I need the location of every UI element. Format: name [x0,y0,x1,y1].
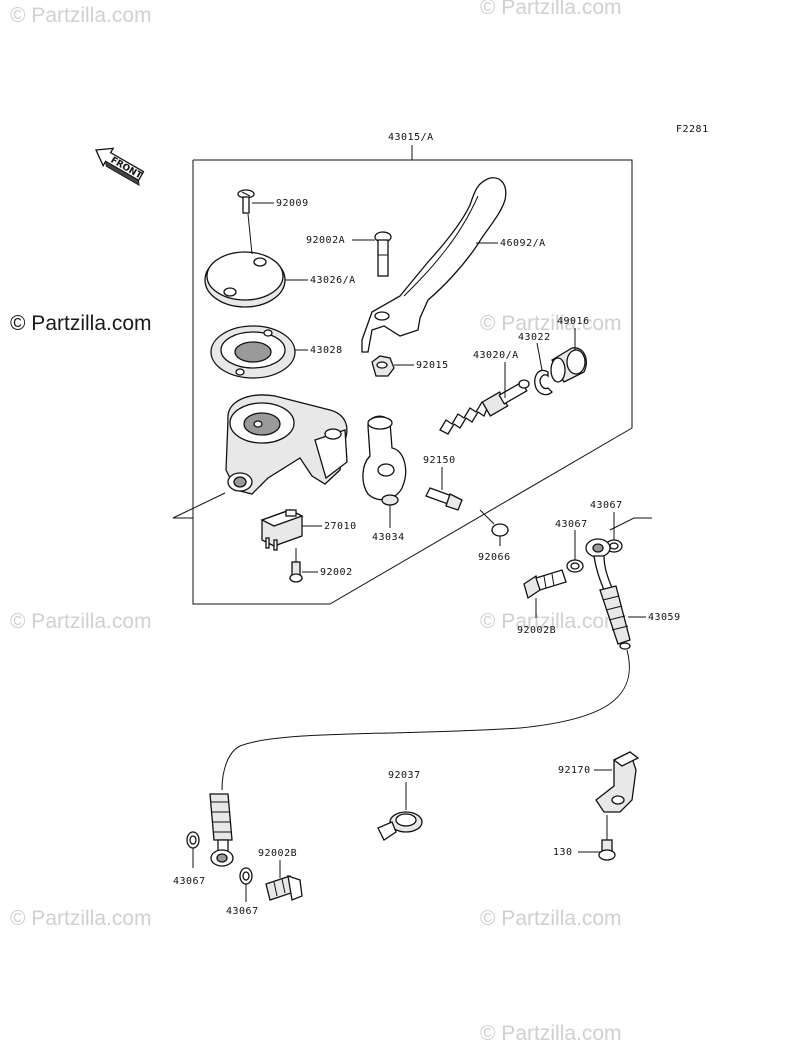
assembly-label: 43015/A [388,132,434,143]
callout-92170: 92170 [558,765,591,776]
switch-27010: 27010 [260,509,357,551]
washer-43067-lower-right: 43067 [226,867,259,917]
bolt-92150: 92150 [423,455,463,511]
callout-43067-a: 43067 [590,500,623,511]
watermark: © Partzilla.com [480,0,622,19]
callout-43059: 43059 [648,612,681,623]
callout-43067-d: 43067 [226,906,259,917]
screw-92002: 92002 [289,548,353,583]
front-arrow-icon: FRONT [95,147,145,187]
callout-43067-c: 43067 [173,876,206,887]
watermark: © Partzilla.com [480,610,622,633]
banjo-bolt-92002B-upper: 92002B [517,569,567,636]
clamp-92037: 92037 [377,770,423,841]
piston-kit-43020A: 43020/A [439,350,530,435]
callout-43026A: 43026/A [310,275,356,286]
callout-43022: 43022 [518,332,551,343]
pivot-bolt-92002A: 92002A [306,231,392,277]
watermark: © Partzilla.com [10,312,152,335]
callout-92015: 92015 [416,360,449,371]
washer-43067-lower-left: 43067 [173,831,206,887]
banjo-bolt-92002B-lower: 92002B [258,848,303,901]
washer-43067-upper-left: 43067 [555,519,588,573]
bracket-92170: 92170 [558,751,640,813]
diaphragm-43028: 43028 [210,325,343,379]
bolt-130: 130 [553,815,616,861]
watermark: © Partzilla.com [10,907,152,930]
callout-92037: 92037 [388,770,421,781]
hose-lower-end [209,793,234,867]
callout-43067-b: 43067 [555,519,588,530]
nut-92015: 92015 [371,355,449,377]
callout-92002B-b: 92002B [258,848,297,859]
reservoir-cap-43026A: 43026/A [204,213,356,308]
callout-92002: 92002 [320,567,353,578]
callout-92002A: 92002A [306,235,345,246]
figure-code: F2281 [676,124,709,135]
callout-130: 130 [553,847,573,858]
callout-43028: 43028 [310,345,343,356]
watermarks: © Partzilla.com © Partzilla.com © Partzi… [10,0,622,1045]
callout-92002B-a: 92002B [517,625,556,636]
callout-27010: 27010 [324,521,357,532]
brake-lever-46092A: 46092/A [361,177,546,353]
watermark: © Partzilla.com [10,4,152,27]
watermark: © Partzilla.com [480,312,622,335]
callout-92150: 92150 [423,455,456,466]
watermark: © Partzilla.com [480,1022,622,1045]
plug-92066: 92066 [478,509,511,563]
callout-49016: 49016 [557,316,590,327]
callout-46092A: 46092/A [500,238,546,249]
brake-hose-43059: 43059 [221,538,681,791]
screw-92009: 92009 [237,189,309,214]
dust-boot-49016: 49016 [550,316,590,383]
callout-92009: 92009 [276,198,309,209]
assembly-frame: 43015/A [172,132,633,605]
watermark: © Partzilla.com [480,907,622,930]
clamp-43034: 43034 [362,415,407,543]
callout-43020A: 43020/A [473,350,519,361]
watermark: © Partzilla.com [10,610,152,633]
master-cylinder-body [225,394,348,495]
callout-43034: 43034 [372,532,405,543]
circlip-43022: 43022 [518,332,553,396]
callout-92066: 92066 [478,552,511,563]
